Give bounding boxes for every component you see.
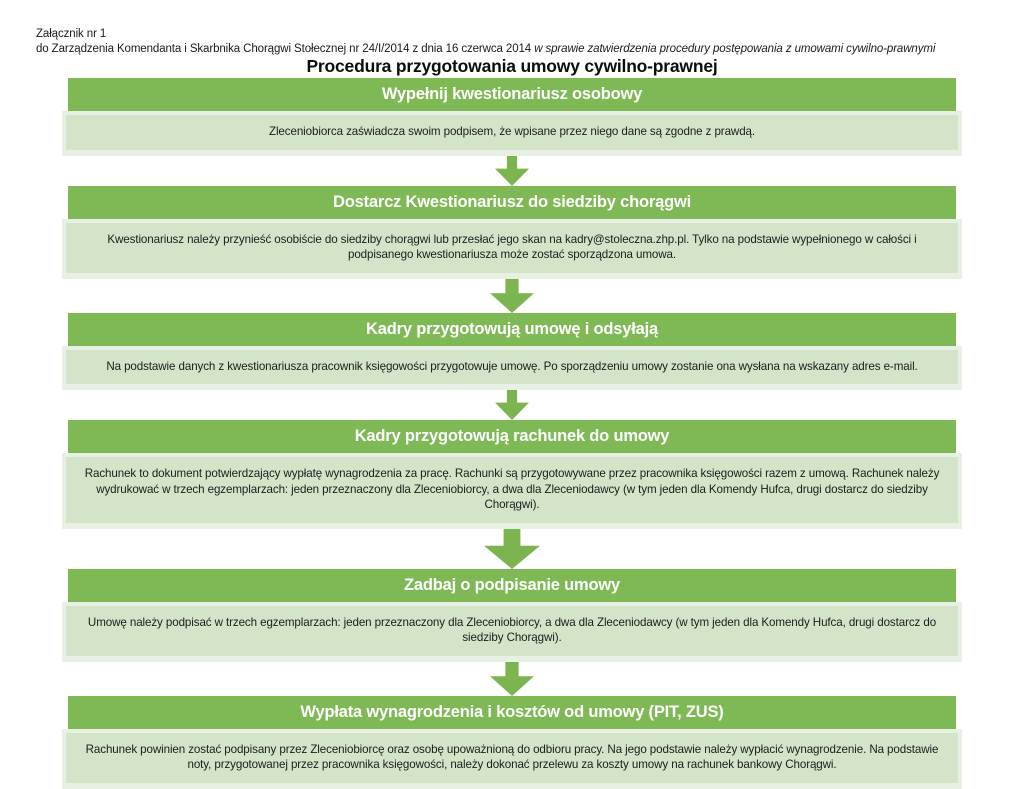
- flow-step-body-text: Rachunek to dokument potwierdzający wypł…: [84, 467, 940, 511]
- flow-step-body-frame: Zleceniobiorca zaświadcza swoim podpisem…: [62, 111, 962, 156]
- flow-step: Wypłata wynagrodzenia i kosztów od umowy…: [0, 695, 1024, 789]
- flow-connector: [0, 528, 1024, 569]
- flow-step-heading: Zadbaj o podpisanie umowy: [68, 568, 956, 602]
- header-reference-plain: do Zarządzenia Komendanta i Skarbnika Ch…: [36, 43, 535, 55]
- flow-step-body: Rachunek to dokument potwierdzający wypł…: [66, 457, 958, 523]
- flow-step-body-frame: Rachunek to dokument potwierdzający wypł…: [62, 453, 962, 529]
- flow-connector: [0, 155, 1024, 186]
- down-arrow-icon: [495, 390, 529, 420]
- flow-step-heading: Wypłata wynagrodzenia i kosztów od umowy…: [68, 695, 956, 729]
- flow-step-body: Kwestionariusz należy przynieść osobiści…: [66, 222, 958, 273]
- flow-step-body-text: Kwestionariusz należy przynieść osobiści…: [107, 232, 917, 262]
- flow-step-body: Zleceniobiorca zaświadcza swoim podpisem…: [66, 115, 958, 150]
- down-arrow-icon: [495, 155, 529, 186]
- flow-step-body-text: Rachunek powinien zostać podpisany przez…: [85, 742, 939, 772]
- flow-step-body-frame: Umowę należy podpisać w trzech egzemplar…: [62, 601, 962, 662]
- flow-step-heading: Kadry przygotowują rachunek do umowy: [68, 420, 956, 453]
- flow-step-body-text: Na podstawie danych z kwestionariusza pr…: [106, 359, 918, 373]
- document-page: Załącznik nr 1 do Zarządzenia Komendanta…: [36, 27, 988, 789]
- flow-step-body-frame: Kwestionariusz należy przynieść osobiści…: [62, 218, 962, 279]
- down-arrow-icon: [490, 661, 534, 696]
- flow-step-body-text: Zleceniobiorca zaświadcza swoim podpisem…: [268, 125, 756, 138]
- flow-step-body: Na podstawie danych z kwestionariusza pr…: [66, 349, 958, 384]
- flow-step: Dostarcz Kwestionariusz do siedziby chor…: [0, 185, 1024, 279]
- flow-step-body: Rachunek powinien zostać podpisany przez…: [66, 732, 958, 783]
- flow-step-heading: Kadry przygotowują umowę i odsyłają: [68, 312, 956, 346]
- flow-connector: [0, 661, 1024, 696]
- flow-step: Kadry przygotowują umowę i odsyłają Na po…: [0, 312, 1024, 390]
- flow-connector: [0, 390, 1024, 420]
- flow-step-body-text: Umowę należy podpisać w trzech egzemplar…: [87, 615, 937, 645]
- flow-step-heading: Dostarcz Kwestionariusz do siedziby chor…: [68, 185, 956, 219]
- header-line-attachment: Załącznik nr 1: [36, 28, 107, 40]
- down-arrow-icon: [484, 528, 540, 569]
- down-arrow-icon: [490, 278, 534, 313]
- page-title: Procedura przygotowania umowy cywilno-pr…: [306, 56, 718, 76]
- flow-connector: [0, 278, 1024, 313]
- flow-step-heading: Wypełnij kwestionariusz osobowy: [68, 78, 956, 111]
- flow-step-body-frame: Na podstawie danych z kwestionariusza pr…: [62, 345, 962, 390]
- header-line-reference: do Zarządzenia Komendanta i Skarbnika Ch…: [36, 42, 988, 57]
- document-header: Załącznik nr 1 do Zarządzenia Komendanta…: [36, 27, 988, 57]
- flow-step-body: Umowę należy podpisać w trzech egzemplar…: [66, 605, 958, 656]
- header-reference-italic: w sprawie zatwierdzenia procedury postęp…: [534, 43, 936, 55]
- flow-step-body-frame: Rachunek powinien zostać podpisany przez…: [62, 728, 962, 789]
